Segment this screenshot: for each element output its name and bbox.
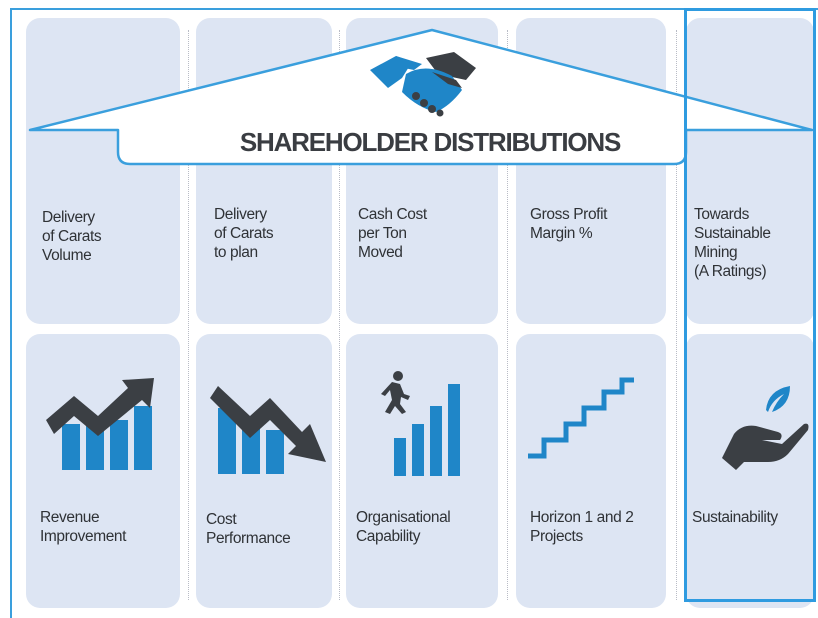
pillar-line: Improvement [40,528,127,545]
staircase-icon [528,377,634,459]
diagram-frame [10,8,818,618]
metric-line: Cash Cost [358,206,427,223]
pillar-line: Projects [530,528,583,545]
metric-line: Gross Profit [530,206,608,223]
pillar-line: Cost [206,511,237,528]
pillar-line: Horizon 1 and 2 [530,509,634,526]
metric-line: Delivery [42,209,95,226]
runner-bars-icon [381,371,460,476]
metric-line: Towards [694,206,749,223]
pillar-cell [686,334,814,608]
metric-line: Sustainable [694,225,771,242]
pillar-line: Sustainability [692,509,778,526]
pillar-label: Revenue Improvement [40,508,126,546]
metric-line: Volume [42,247,92,264]
metric-label: Delivery of Carats to plan [214,205,274,262]
metric-label: Delivery of Carats Volume [42,208,102,265]
metric-label: Gross Profit Margin % [530,205,607,243]
pillar-cell [516,334,666,608]
metric-line: Delivery [214,206,267,223]
handshake-icon [370,52,476,117]
metric-line: to plan [214,244,258,261]
metric-line: Moved [358,244,403,261]
metric-line: Margin % [530,225,593,242]
pillar-line: Capability [356,528,421,545]
hand-leaf-icon [722,386,809,470]
pillar-label: Cost Performance [206,510,291,548]
column-divider [188,30,189,600]
metric-line: of Carats [214,225,274,242]
pillar-line: Performance [206,530,291,547]
pillar-line: Organisational [356,509,451,526]
pillar-cell [26,334,180,608]
pillar-label: Sustainability [692,508,778,527]
cost-down-chart-icon [210,386,326,474]
column-divider [676,30,677,600]
roof-title: SHAREHOLDER DISTRIBUTIONS [239,127,621,157]
metric-cell [686,18,814,324]
metric-line: of Carats [42,228,102,245]
metric-line: (A Ratings) [694,263,767,280]
metric-line: per Ton [358,225,407,242]
metric-label: Towards Sustainable Mining (A Ratings) [694,205,771,281]
pillar-label: Horizon 1 and 2 Projects [530,508,634,546]
revenue-up-chart-icon [46,378,154,470]
column-divider [339,30,340,600]
column-divider [507,30,508,600]
metric-label: Cash Cost per Ton Moved [358,205,427,262]
metric-cell [26,18,180,324]
metric-line: Mining [694,244,738,261]
pillar-line: Revenue [40,509,100,526]
sustainability-highlight-box [684,8,816,602]
pillar-label: Organisational Capability [356,508,451,546]
